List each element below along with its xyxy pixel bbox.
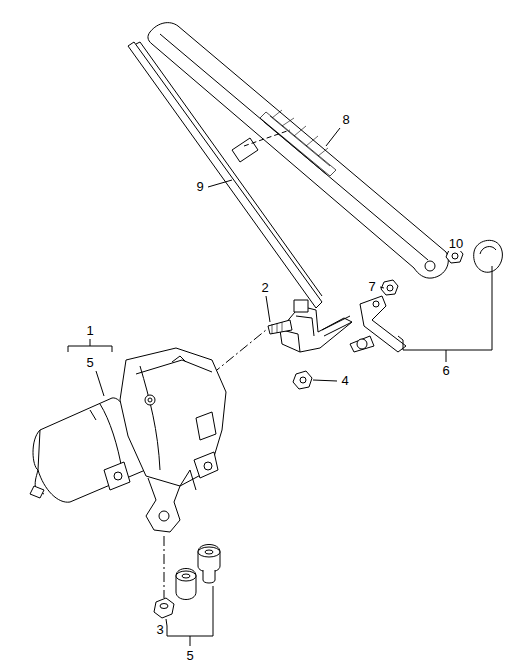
- callout-number: 8: [341, 113, 350, 127]
- cover-cap: [474, 240, 503, 272]
- wiper-arm: [148, 23, 448, 279]
- mounting-bracket: [268, 296, 406, 352]
- wiper-motor: [30, 348, 226, 532]
- callout-number: 3: [155, 623, 164, 637]
- callout-number: 9: [195, 180, 204, 194]
- nut: [154, 598, 174, 618]
- rubber-grommet: [198, 545, 220, 584]
- rubber-grommet: [176, 569, 196, 600]
- callout-number: 6: [441, 364, 450, 378]
- callout-number: 5: [185, 649, 194, 663]
- wiper-blade: [128, 42, 322, 308]
- axis-line: [164, 536, 165, 598]
- callout-number: 4: [340, 374, 349, 388]
- leader-lines: [68, 128, 492, 646]
- nut: [381, 280, 398, 295]
- callout-number: 7: [367, 280, 376, 294]
- callout-number: 5: [85, 356, 94, 370]
- callout-number: 10: [448, 237, 464, 251]
- axis-line: [212, 330, 266, 374]
- callout-number: 1: [85, 324, 94, 338]
- callout-number: 2: [260, 281, 269, 295]
- nut: [293, 371, 312, 389]
